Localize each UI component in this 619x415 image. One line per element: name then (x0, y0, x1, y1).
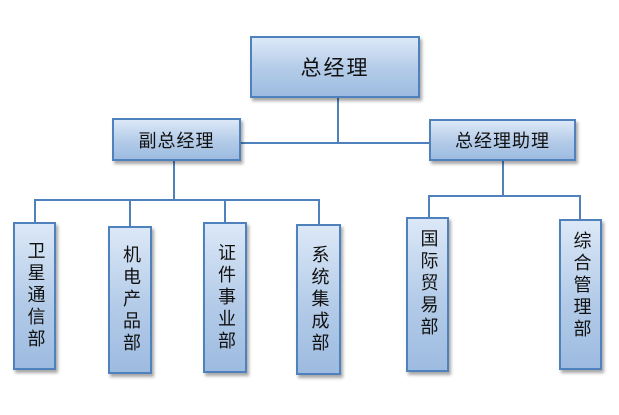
connector-dept-4 (318, 199, 320, 224)
node-deputy-general-manager-label: 副总经理 (138, 130, 215, 152)
dept-label: 卫星通信部 (24, 241, 46, 351)
node-deputy-general-manager: 副总经理 (112, 118, 241, 161)
connector-assistant-bus (428, 195, 581, 197)
connector-level2-horizontal (240, 142, 430, 144)
connector-dept-1 (34, 199, 36, 222)
dept-label: 综合管理部 (570, 231, 592, 341)
connector-dept-3 (224, 199, 226, 222)
connector-root-down (337, 97, 339, 143)
connector-assistant-down (502, 160, 504, 196)
connector-deputy-bus (34, 199, 320, 201)
connector-dept-5 (428, 195, 430, 217)
dept-label: 机电产品部 (120, 245, 141, 355)
dept-label: 国际贸易部 (417, 229, 439, 339)
node-general-manager-assistant-label: 总经理助理 (455, 131, 550, 152)
node-dept-satellite-communication: 卫星通信部 (13, 222, 56, 370)
node-dept-general-administration: 综合管理部 (559, 219, 602, 370)
node-dept-international-trade: 国际贸易部 (406, 217, 449, 372)
node-general-manager-assistant: 总经理助理 (429, 119, 576, 161)
node-dept-electromechanical-products: 机电产品部 (108, 226, 152, 374)
connector-dept-2 (129, 199, 131, 226)
node-general-manager: 总经理 (250, 36, 420, 98)
node-dept-system-integration: 系统集成部 (296, 224, 341, 375)
node-general-manager-label: 总经理 (300, 56, 370, 80)
dept-label: 证件事业部 (215, 242, 236, 353)
node-dept-certificates: 证件事业部 (203, 222, 247, 373)
connector-dept-6 (579, 195, 581, 219)
dept-label: 系统集成部 (308, 244, 330, 355)
connector-deputy-down (173, 160, 175, 200)
